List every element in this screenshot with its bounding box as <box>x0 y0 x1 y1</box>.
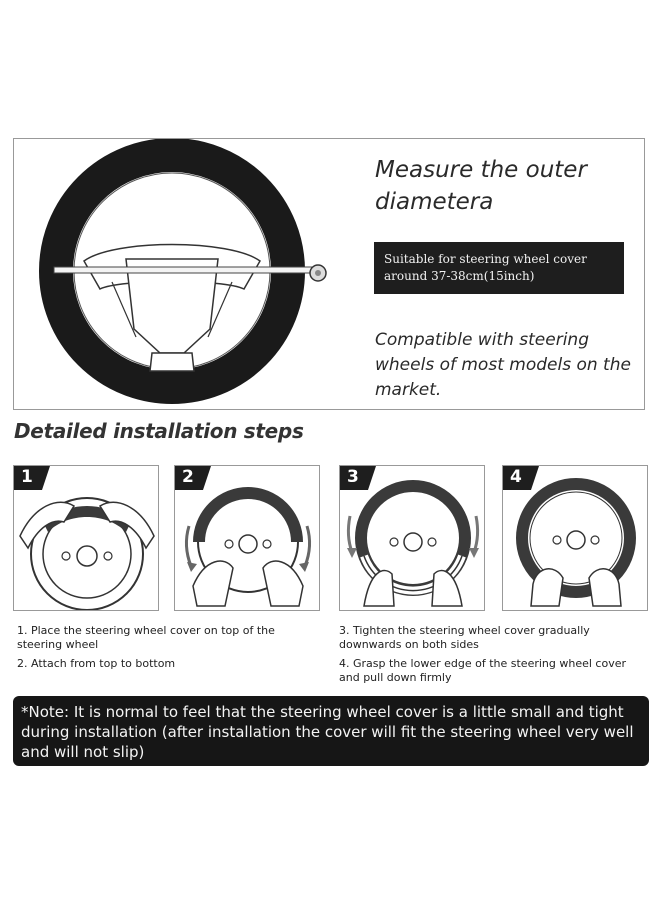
step-number-badge-3: 3 <box>340 466 380 490</box>
compatibility-text: Compatible with steering wheels of most … <box>375 330 631 400</box>
step-caption-3: 3. Tighten the steering wheel cover grad… <box>339 624 590 651</box>
step-3-illustration <box>346 480 480 607</box>
step-number-badge-4: 4 <box>503 466 543 490</box>
step-number-4: 4 <box>510 467 522 487</box>
step-number-badge-2: 2 <box>175 466 215 490</box>
step-panel-1: 1 <box>13 465 159 611</box>
size-badge: Suitable for steering wheel cover around… <box>374 242 624 294</box>
step-panel-3: 3 <box>339 465 485 611</box>
installation-heading: Detailed installation steps <box>14 419 304 443</box>
step-caption-4: 4. Grasp the lower edge of the steering … <box>339 657 626 684</box>
step-4-illustration <box>516 478 636 607</box>
step-panel-2: 2 <box>174 465 320 611</box>
step-number-3: 3 <box>347 467 359 487</box>
step-number-2: 2 <box>182 467 194 487</box>
step-number-1: 1 <box>21 467 33 487</box>
step-caption-1: 1. Place the steering wheel cover on top… <box>17 624 275 651</box>
step-1-illustration <box>19 497 155 610</box>
steering-wheel-measure-illustration <box>39 139 327 404</box>
step-2-illustration <box>184 487 312 607</box>
measure-title: Measure the outer diametera <box>375 157 587 215</box>
installation-note: *Note: It is normal to feel that the ste… <box>13 696 649 766</box>
step-panel-4: 4 <box>502 465 648 611</box>
step-number-badge-1: 1 <box>14 466 54 490</box>
step-caption-2: 2. Attach from top to bottom <box>17 657 176 670</box>
